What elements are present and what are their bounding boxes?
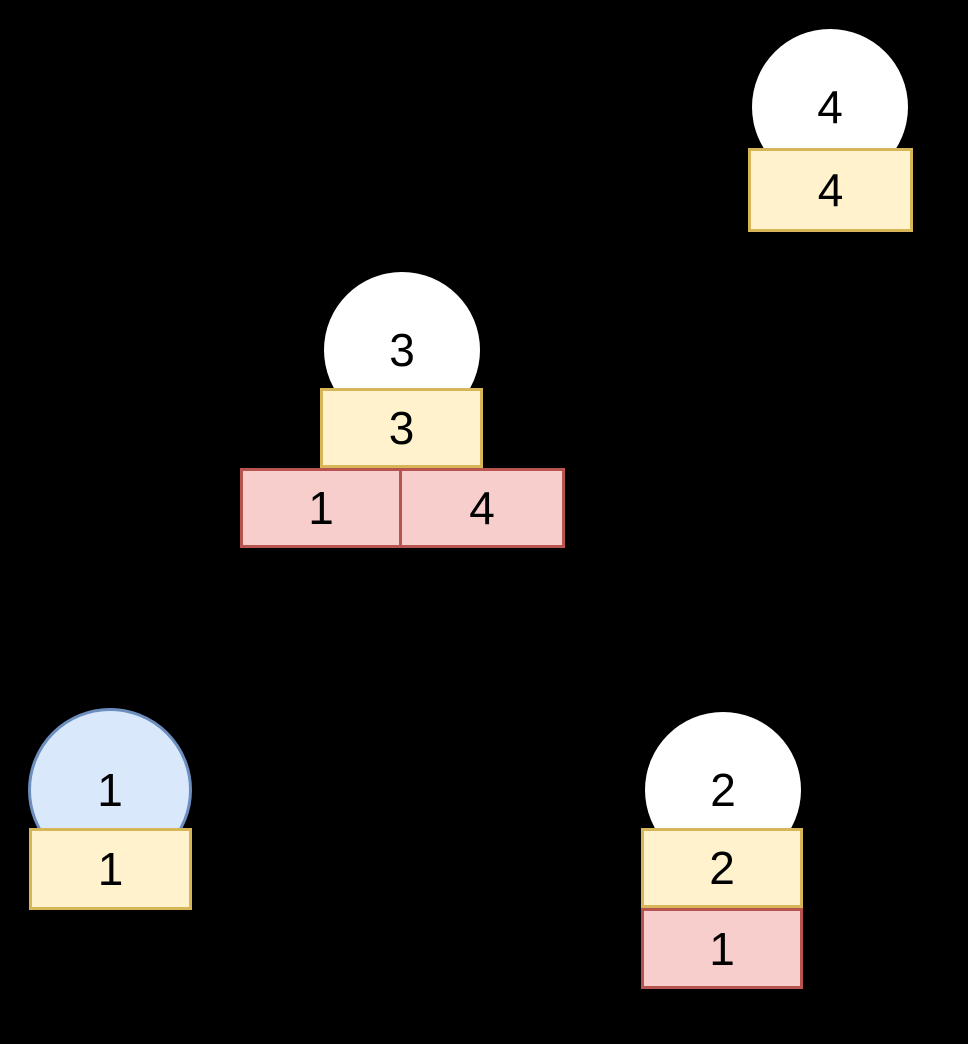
node-3-red-box-right-label: 4 [469, 482, 495, 534]
node-4-circle-label: 4 [817, 81, 843, 133]
node-4-yellow-box-label: 4 [817, 164, 844, 216]
node-2-yellow-box-label: 2 [709, 842, 735, 894]
node-4-yellow-box: 4 [748, 148, 913, 232]
node-3-red-box-right: 4 [399, 468, 565, 548]
node-1-yellow-box-label: 1 [97, 843, 124, 895]
node-2-red-box-label: 1 [709, 922, 735, 975]
node-1-yellow-box: 1 [29, 828, 192, 910]
node-2-red-box: 1 [641, 908, 803, 989]
node-3-red-box-left: 1 [240, 468, 402, 548]
node-3-red-box-left-label: 1 [308, 482, 334, 534]
node-3-circle-label: 3 [389, 324, 415, 376]
node-3-yellow-box: 3 [320, 388, 483, 468]
node-3-yellow-box-label: 3 [388, 402, 415, 454]
node-1-circle-label: 1 [97, 764, 123, 816]
node-2-yellow-box: 2 [641, 828, 803, 908]
node-2-circle-label: 2 [710, 764, 736, 816]
